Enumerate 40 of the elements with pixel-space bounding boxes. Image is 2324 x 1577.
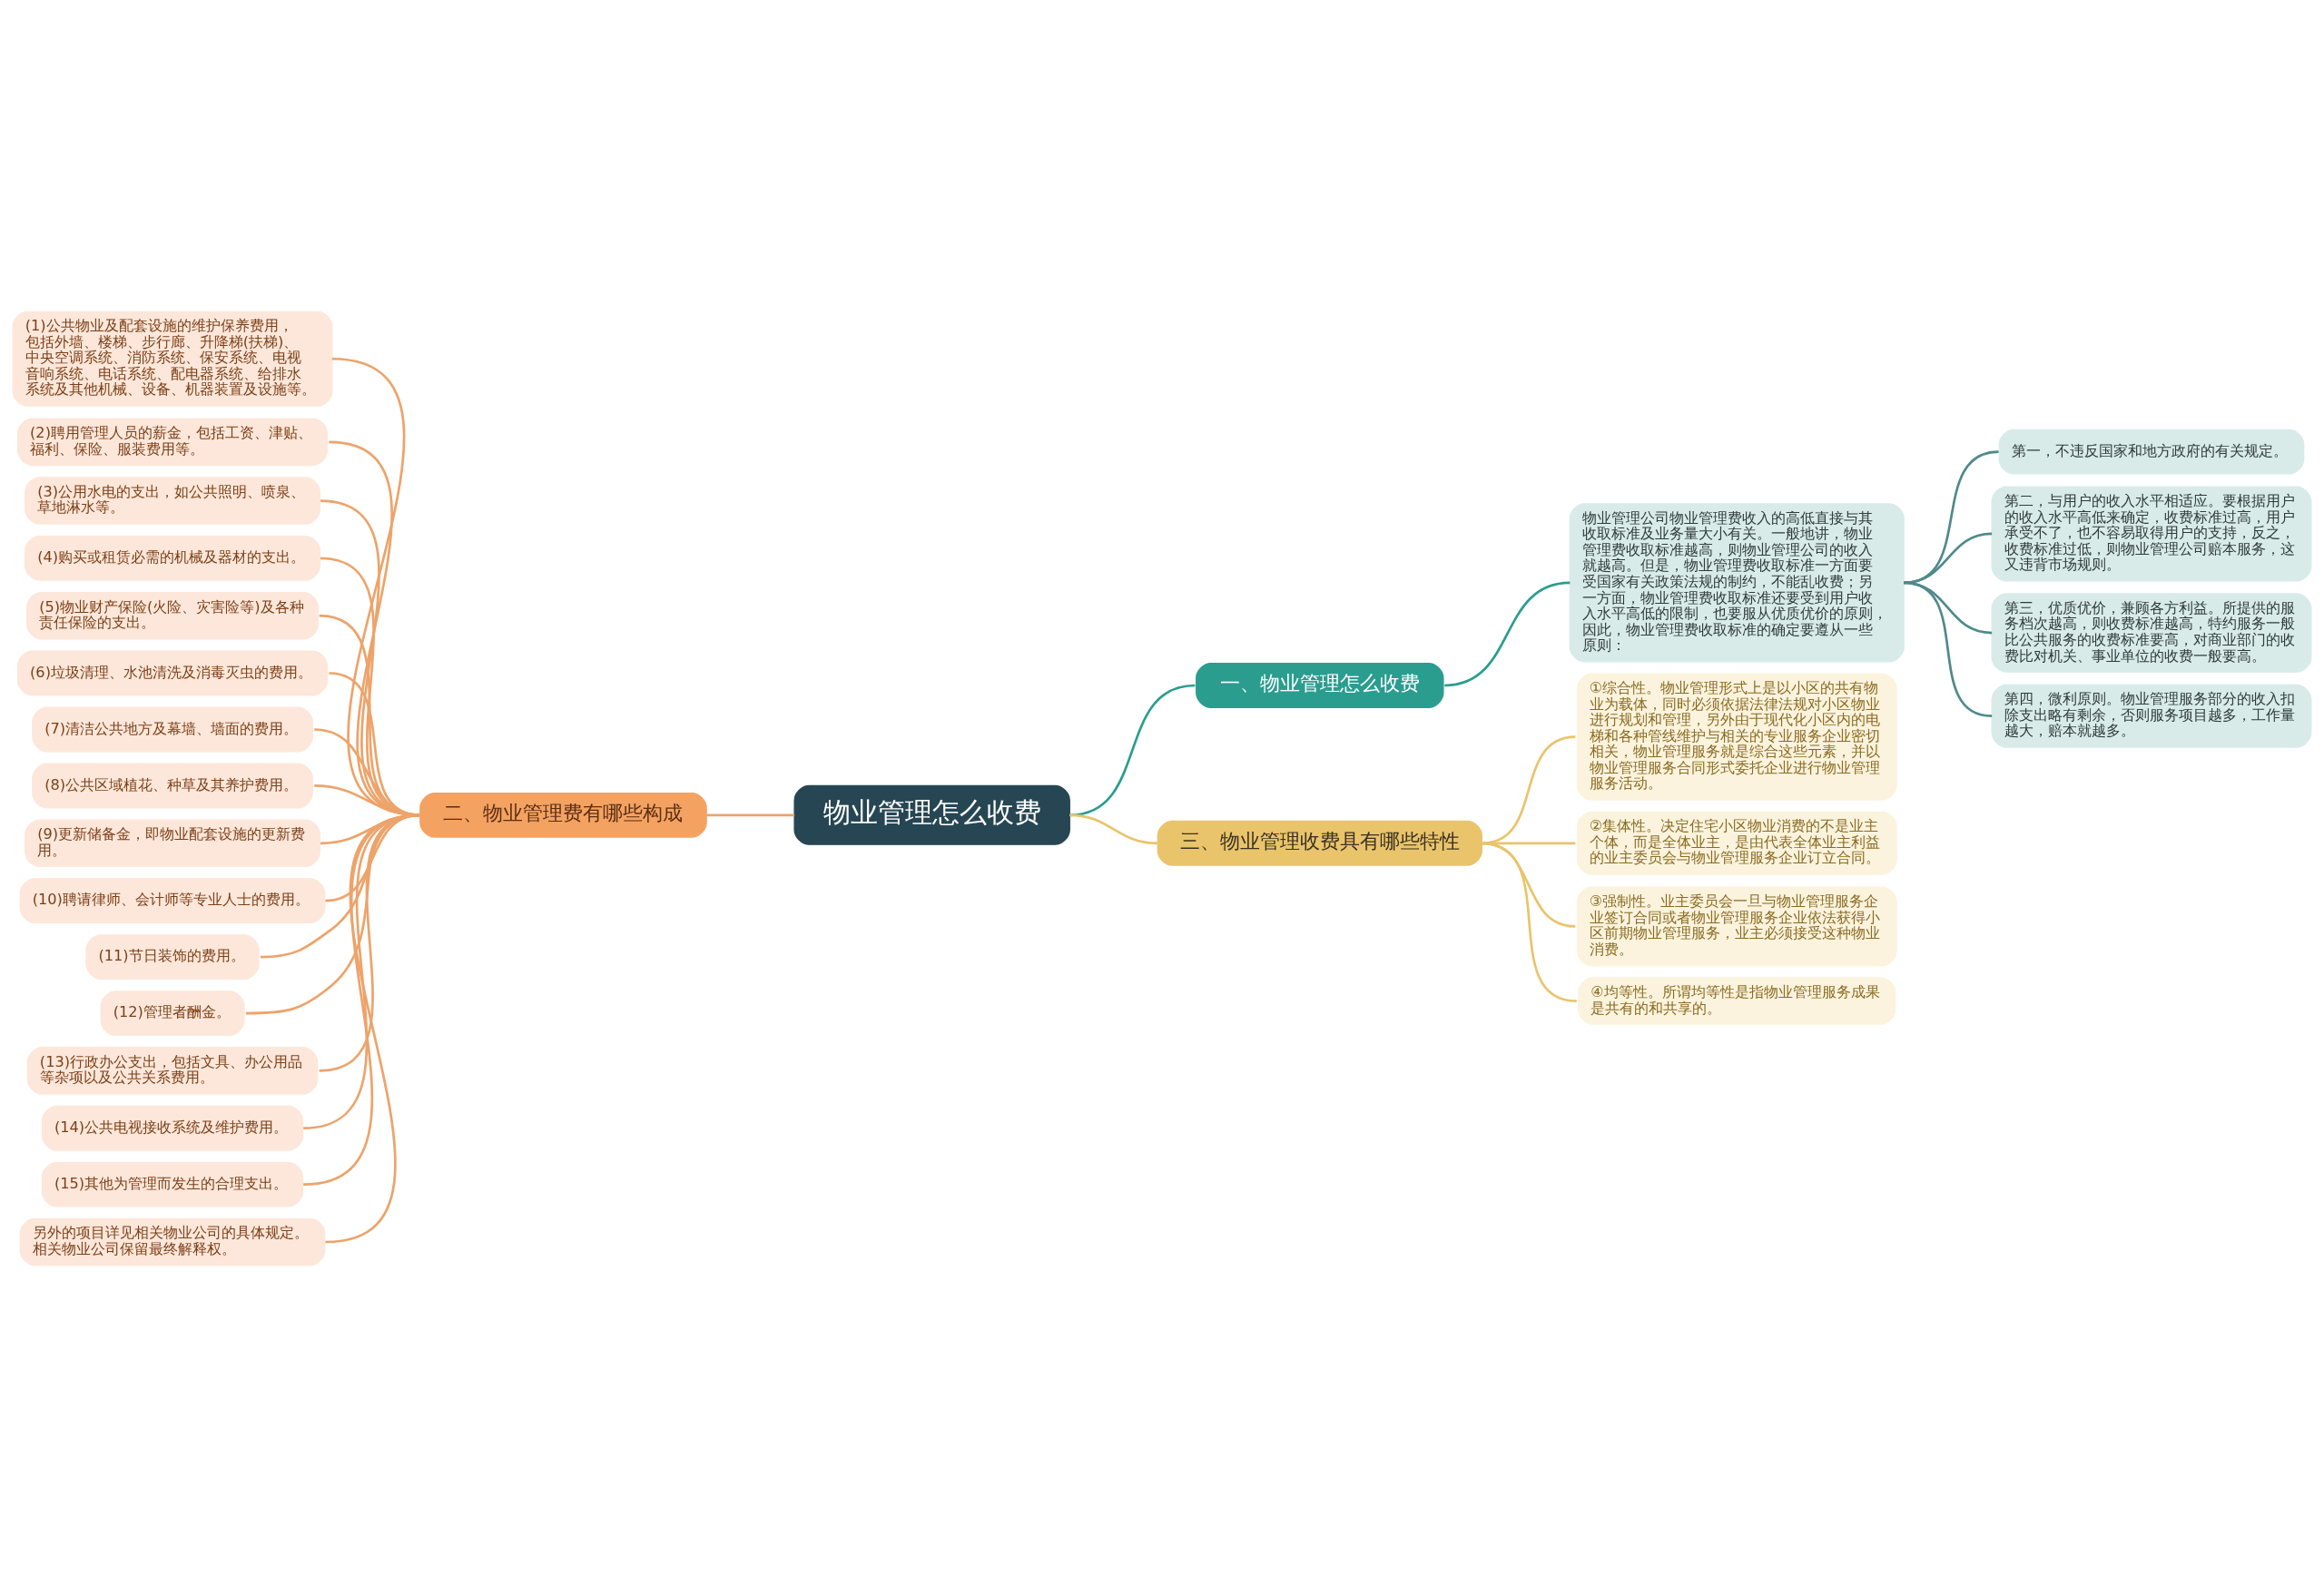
node-box: 一、物业管理怎么收费 bbox=[1196, 663, 1444, 708]
node-box: 第四，微利原则。物业管理服务部分的收入扣除支出略有剩余，否则服务项目越多，工作量越大，赔本就越多。 bbox=[1991, 684, 2312, 748]
node-box: (15)其他为管理而发生的合理支出。 bbox=[41, 1161, 304, 1207]
node-box: ④均等性。所谓均等性是指物业管理服务成果是共有的和共享的。 bbox=[1578, 977, 1896, 1025]
node-box: (2)聘用管理人员的薪金，包括工资、津贴、福利、保险、服装费用等。 bbox=[16, 418, 329, 467]
connector bbox=[1482, 842, 1577, 1002]
connector bbox=[1069, 813, 1158, 845]
node-box: (4)购买或租赁必需的机械及器材的支出。 bbox=[25, 535, 321, 581]
node-box: (11)节日装饰的费用。 bbox=[85, 934, 260, 980]
connector bbox=[1444, 581, 1571, 687]
node-box: 第三，优质优价，兼顾各方利益。所提供的服务档次越高，则收费标准越高，特约服务一般比公共服务的收费标准要高，对商业部门的收费比对机关、事业单位的收费一般要高。 bbox=[1991, 593, 2312, 673]
connector bbox=[1482, 842, 1576, 928]
node-box: (6)垃圾清理、水池清洗及消毒灭虫的费用。 bbox=[16, 650, 329, 696]
node-box: (8)公共区域植花、种草及其养护费用。 bbox=[32, 763, 313, 809]
node-box: (3)公用水电的支出，如公共照明、喷泉、草地淋水等。 bbox=[25, 477, 321, 525]
connector bbox=[706, 813, 795, 817]
node-box: ③强制性。业主委员会一旦与物业管理服务企业签订合同或者物业管理服务企业依法获得小区前期物业管理服务，业主必须接受这种物业消费。 bbox=[1576, 886, 1897, 967]
connector bbox=[1904, 532, 1993, 585]
node-box: (7)清洁公共地方及幕墙、墙面的费用。 bbox=[32, 706, 313, 753]
node-box: ①综合性。物业管理形式上是以小区的共有物业为载体，同时必须依据法律法规对小区物业进行规划和管理，另外由于现代化小区内的电梯和各种管线维护与相关的专业服务企业密切相关，物业管理服务就是综合这些元素，并以物业管理服务合同形式委托企业进行物业管理服务活动。 bbox=[1576, 673, 1897, 801]
connector bbox=[1903, 450, 1999, 585]
connector bbox=[1482, 735, 1576, 845]
node-box: (1)公共物业及配套设施的维护保养费用，包括外墙、楼梯、步行廊、升降梯(扶梯)、中央空调系统、消防系统、保安系统、电视音响系统、电话系统、配电器系统、给排水系统及其他机械、设备、机器装置及设施等。 bbox=[12, 310, 333, 407]
node-box: (12)管理者酬金。 bbox=[100, 991, 245, 1036]
connector bbox=[1069, 684, 1196, 817]
connector bbox=[1903, 581, 1993, 717]
node-box: 第一，不违反国家和地方政府的有关规定。 bbox=[1998, 429, 2305, 475]
node-box: 另外的项目详见相关物业公司的具体规定。相关物业公司保留最终解释权。 bbox=[19, 1217, 326, 1267]
node-box: 三、物业管理收费具有哪些特性 bbox=[1157, 820, 1482, 866]
node-box: (9)更新储备金，即物业配套设施的更新费用。 bbox=[25, 819, 321, 868]
node-box: 物业管理公司物业管理费收入的高低直接与其收取标准及业务量大小有关。一般地讲，物业管理费收取标准越高，则物业管理公司的收入就越高。但是，物业管理费收取标准一方面要受国家有关政策法规的制约，不能乱收费；另一方面，物业管理费收取标准还要受到用户收入水平高低的限制，也要服从优质优价的原则，因此，物业管理费收取标准的确定要遵从一些原则： bbox=[1569, 503, 1905, 663]
node-box: 二、物业管理费有哪些构成 bbox=[419, 792, 707, 838]
node-box: (14)公共电视接收系统及维护费用。 bbox=[41, 1105, 304, 1151]
node-box: (5)物业财产保险(火险、灾害险等)及各种责任保险的支出。 bbox=[26, 591, 320, 640]
node-box: ②集体性。决定住宅小区物业消费的不是业主个体，而是全体业主，是由代表全体业主利益的业主委员会与物业管理服务企业订立合同。 bbox=[1576, 811, 1897, 875]
node-box: 第二，与用户的收入水平相适应。要根据用户的收入水平高低来确定，收费标准过高，用户承受不了，也不容易取得用户的支持，反之，收费标准过低，则物业管理公司赔本服务，这又违背市场规则。 bbox=[1991, 486, 2312, 582]
node-box: (10)聘请律师、会计师等专业人士的费用。 bbox=[19, 878, 326, 924]
node-box: 物业管理怎么收费 bbox=[793, 784, 1070, 845]
node-box: (13)行政办公支出，包括文具、办公用品等杂项以及公共关系费用。 bbox=[26, 1047, 319, 1095]
connector bbox=[1482, 842, 1576, 845]
